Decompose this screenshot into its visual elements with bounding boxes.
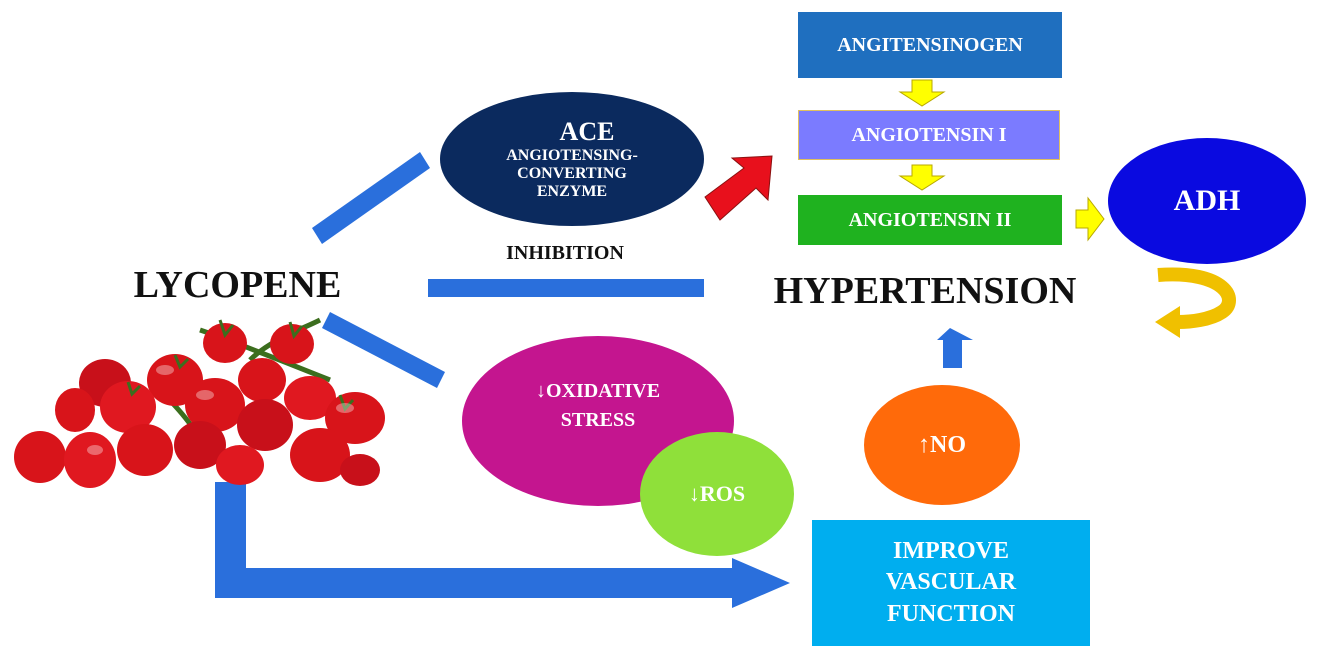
angiotensin-1-box: ANGIOTENSIN I — [798, 110, 1060, 160]
up-arrow-hypertension — [937, 328, 973, 368]
no-label: ↑NO — [918, 431, 966, 458]
right-arrow-adh — [1075, 196, 1105, 242]
oxidative-line-1: ↓OXIDATIVE — [535, 380, 661, 402]
down-arrow-2 — [898, 164, 946, 191]
down-arrow-1 — [898, 79, 946, 107]
loop-arrow — [1157, 267, 1236, 329]
angiotensinogen-box: ANGITENSINOGEN — [798, 12, 1062, 78]
ros-circle: ↓ROS — [640, 432, 794, 556]
connector-to-oxidative — [322, 312, 445, 388]
ace-subtitle-1: ANGIOTENSING- — [506, 147, 638, 164]
vascular-line-1: IMPROVE — [893, 538, 1009, 565]
hypertension-label: HYPERTENSION — [773, 270, 1077, 312]
inhibition-label: INHIBITION — [506, 242, 624, 264]
tomato-cluster — [14, 317, 385, 488]
loop-arrow-head — [1155, 306, 1180, 338]
inhibition-bar — [428, 279, 704, 297]
ace-to-angiotensin-arrow — [704, 155, 773, 221]
ros-label: ↓ROS — [688, 481, 746, 506]
vascular-line-2: VASCULAR — [885, 569, 1017, 596]
no-oval: ↑NO — [864, 385, 1020, 505]
adh-label: ADH — [1173, 184, 1241, 217]
adh-oval: ADH — [1108, 138, 1306, 264]
ace-oval: ACE ANGIOTENSING- CONVERTING ENZYME — [440, 92, 704, 226]
ace-subtitle-2: CONVERTING — [517, 165, 627, 182]
connector-to-ace — [312, 152, 430, 244]
improve-vascular-box: IMPROVE VASCULAR FUNCTION — [812, 520, 1090, 646]
arrow-to-vascular — [215, 482, 790, 608]
vascular-line-3: FUNCTION — [886, 600, 1015, 627]
oxidative-line-2: STRESS — [560, 409, 636, 431]
lycopene-label: LYCOPENE — [133, 264, 342, 306]
angiotensin-2-box: ANGIOTENSIN II — [798, 195, 1062, 245]
ace-subtitle-3: ENZYME — [536, 183, 608, 200]
ace-title: ACE — [559, 117, 615, 146]
